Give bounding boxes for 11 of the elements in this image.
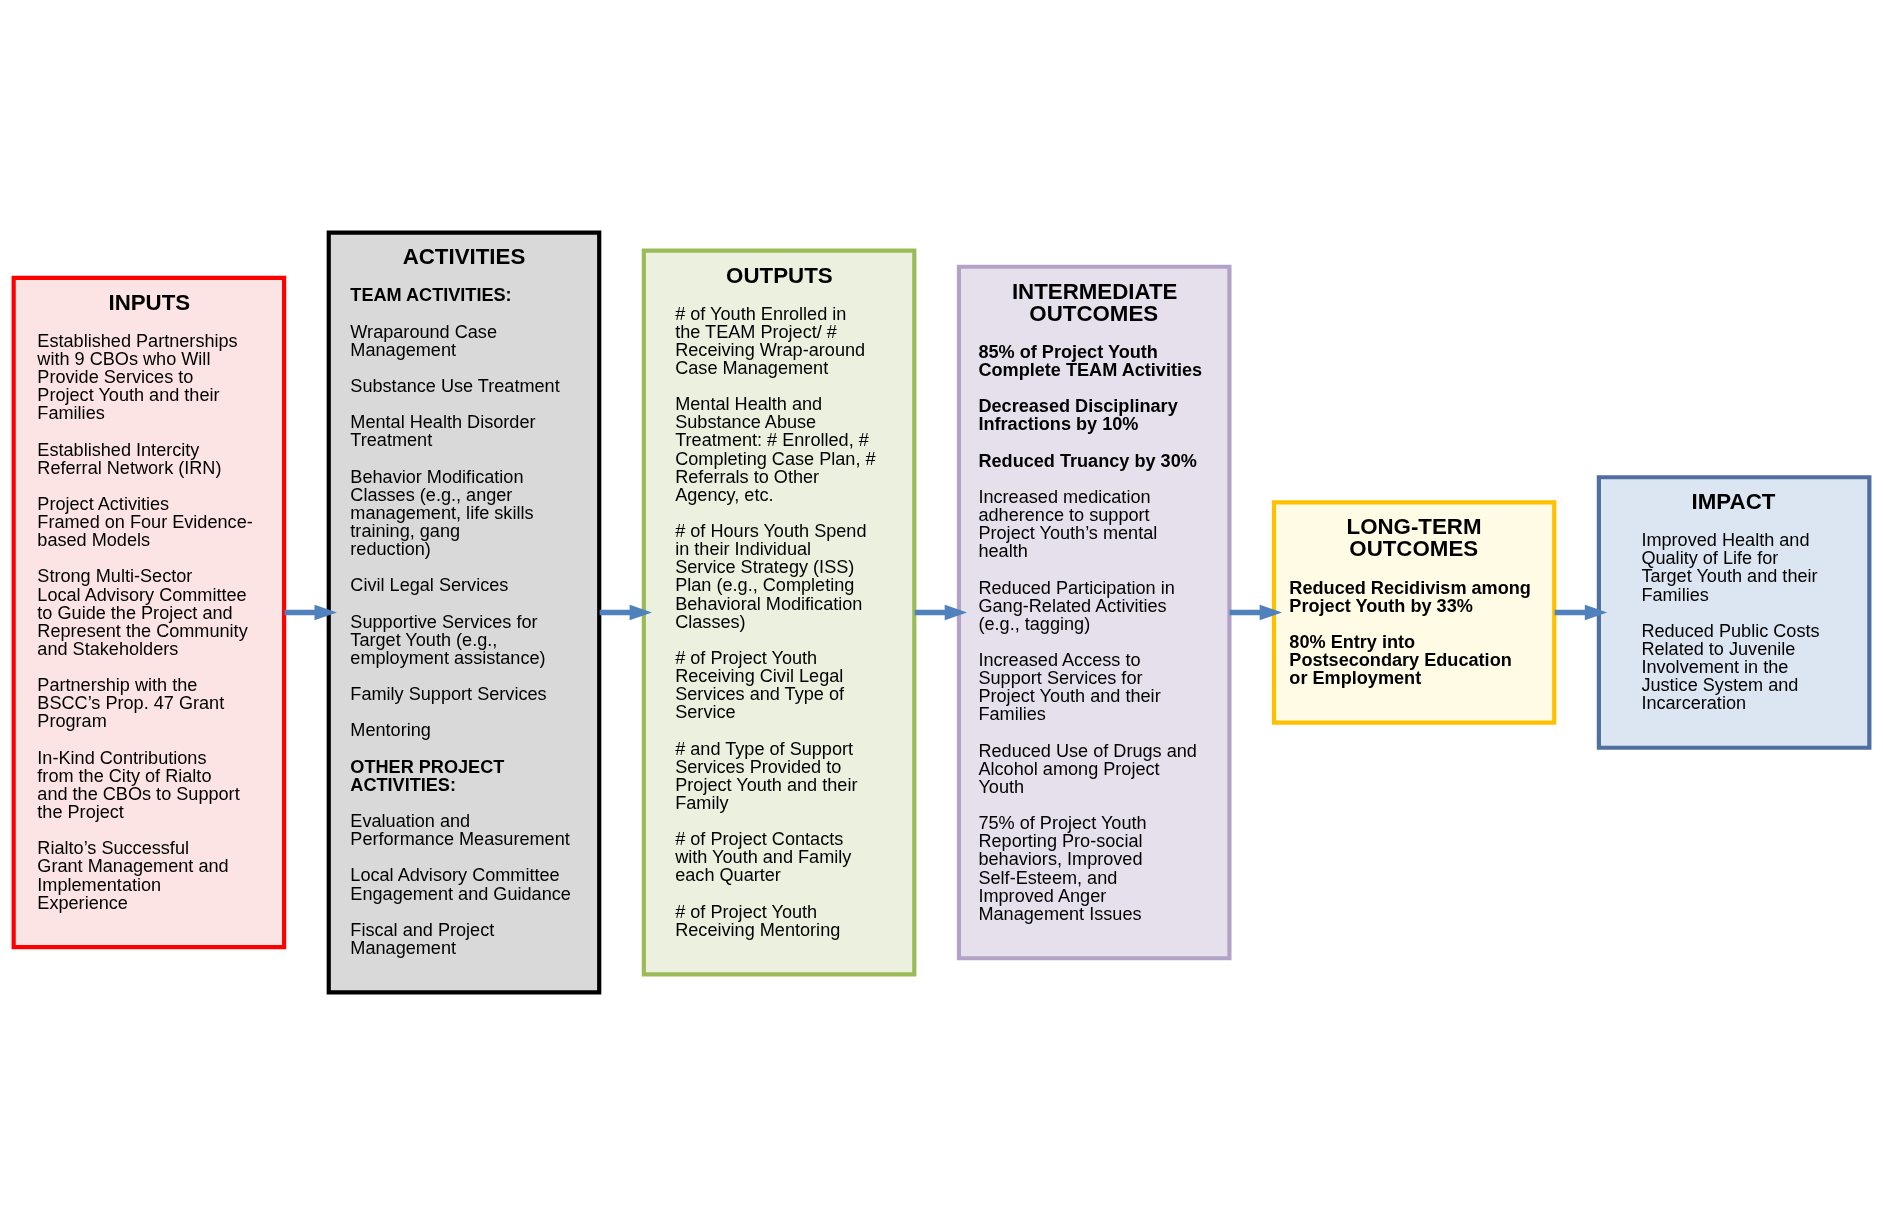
node-box: ACTIVITIES TEAM ACTIVITIES: Wraparound Case Management Substance Use Treatment Mental Health Disorder Treatment Behavior Modification Classes (e.g., anger management, life skills training, gang reduction) Civil Legal Services Supportive Services for Target Youth (e.g., employment assistance) Family Support Services Mentoring OTHER PROJECT ACTIVITIES: Evaluation and Performance Measurement Local Advisory Committee Engagement and Guidance Fiscal and Project Management: [326, 230, 602, 995]
arrow: [1229, 604, 1283, 621]
arrow: [284, 604, 337, 621]
node-box: LONG-TERM OUTCOMES Reduced Recidivism among Project Youth by 33% 80% Entry into Postsecondary Education or Employment: [1271, 500, 1557, 725]
arrow: [599, 604, 652, 621]
node-box: IMPACT Improved Health and Quality of Life for Target Youth and their Families Reduced Public Costs Related to Juvenile Involvement in the Justice System and Incarceration: [1596, 475, 1872, 750]
arrow: [1554, 604, 1608, 621]
node-box: INTERMEDIATE OUTCOMES 85% of Project Youth Complete TEAM Activities Decreased Disciplinary Infractions by 10% Reduced Truancy by 30% Increased medication adherence to support Project Youth’s mental health Reduced Participation in Gang-Related Activities (e.g., tagging) Increased Access to Support Services for Project Youth and their Families Reduced Use of Drugs and Alcohol among Project Youth 75% of Project Youth Reporting Pro-social behaviors, Improved Self-Esteem, and Improved Anger Management Issues: [956, 264, 1232, 961]
node-box: INPUTS Established Partnerships with 9 CBOs who Will Provide Services to Project Youth and their Families Established Intercity Referral Network (IRN) Project Activities Framed on Four Evidence-based Models Strong Multi-Sector Local Advisory Committee to Guide the Project and Represent the Community and Stakeholders Partnership with the BSCC’s Prop. 47 Grant Program In-Kind Contributions from the City of Rialto and the CBOs to Support the Project Rialto’s Successful Grant Management and Implementation Experience: [11, 275, 287, 950]
node-box: OUTPUTS # of Youth Enrolled in the TEAM Project/ # Receiving Wrap-around Case Management Mental Health and Substance Abuse Treatment: # Enrolled, # Completing Case Plan, # Referrals to Other Agency, etc. # of Hours Youth Spend in their Individual Service Strategy (ISS) Plan (e.g., Completing Behavioral Modification Classes) # of Project Youth Receiving Civil Legal Services and Type of Service # and Type of Support Services Provided to Project Youth and their Family # of Project Contacts with Youth and Family each Quarter # of Project Youth Receiving Mentoring: [641, 248, 917, 977]
arrow: [914, 604, 968, 621]
